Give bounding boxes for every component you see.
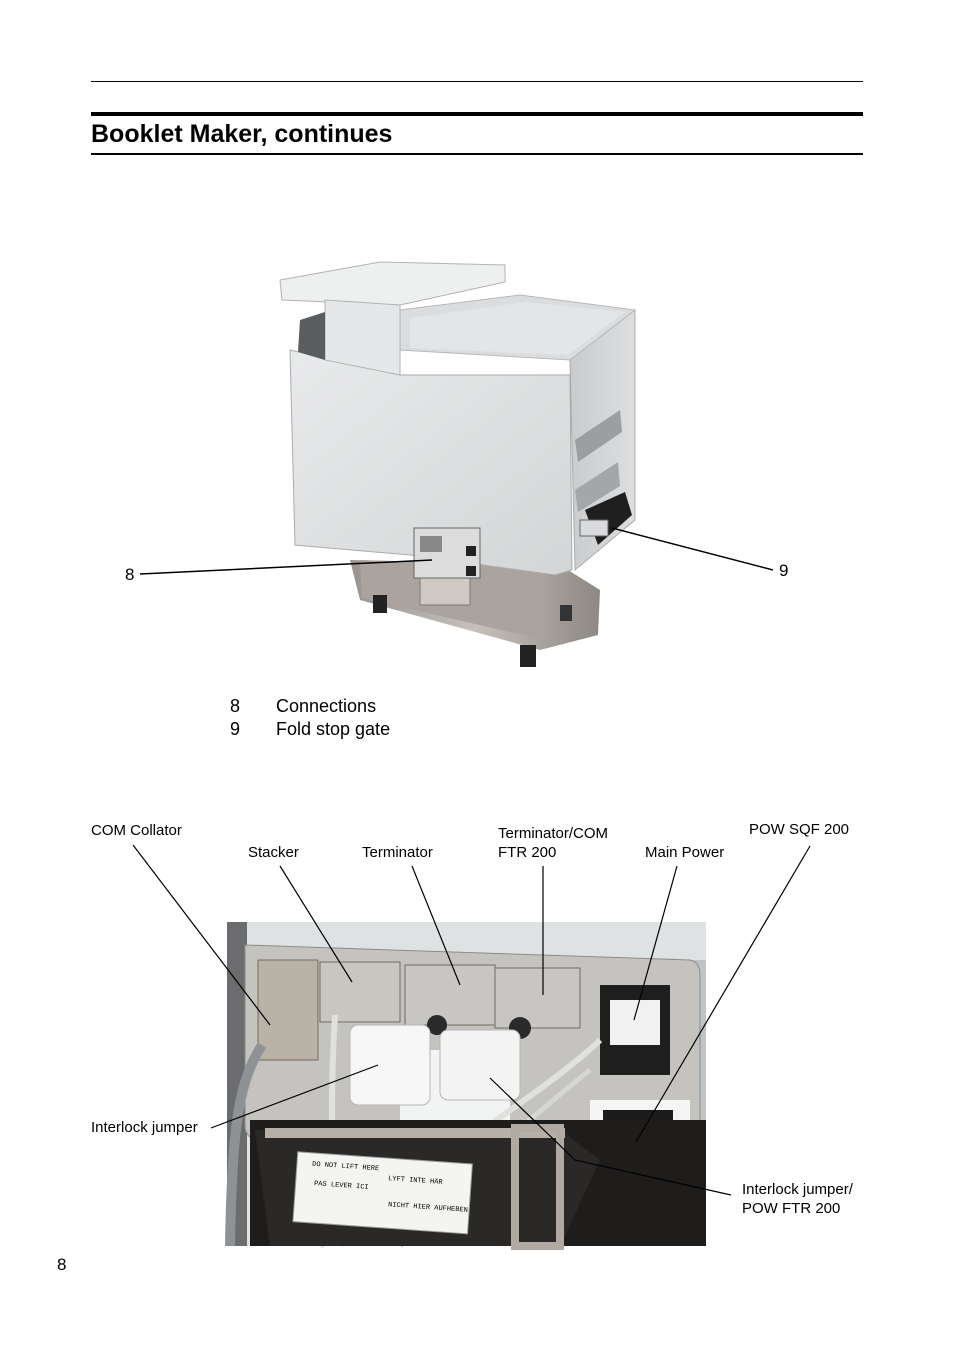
page-title: Booklet Maker, continues <box>91 120 393 148</box>
title-rule-top <box>91 112 863 116</box>
legend-num-9: 9 <box>230 719 241 739</box>
label-stacker: Stacker <box>248 844 299 861</box>
label-pow-sqf-200: POW SQF 200 <box>749 821 850 838</box>
label-interlock-pow-line2: POW FTR 200 <box>742 1200 841 1217</box>
label-terminator-com-line2: FTR 200 <box>498 844 557 861</box>
leader-line-8 <box>139 559 433 575</box>
title-rule-bottom <box>91 153 863 155</box>
callout-8: 8 <box>125 565 135 584</box>
machine-photo <box>279 261 637 667</box>
top-rule <box>91 81 863 82</box>
legend-text-fold-stop-gate: Fold stop gate <box>276 719 391 739</box>
legend-text-connections: Connections <box>276 696 377 716</box>
callout-9: 9 <box>779 561 789 580</box>
label-terminator: Terminator <box>362 844 433 861</box>
label-com-collator: COM Collator <box>91 822 182 839</box>
label-interlock-pow-line1: Interlock jumper/ <box>742 1181 853 1198</box>
label-terminator-com-line1: Terminator/COM <box>498 825 609 842</box>
connections-photo <box>225 922 706 1250</box>
leader-line-9 <box>611 527 774 571</box>
label-interlock-jumper: Interlock jumper <box>91 1119 198 1136</box>
leader-lines-fig2 <box>132 844 811 1196</box>
label-main-power: Main Power <box>645 844 725 861</box>
legend-num-8: 8 <box>230 696 241 716</box>
page-number: 8 <box>57 1255 67 1274</box>
